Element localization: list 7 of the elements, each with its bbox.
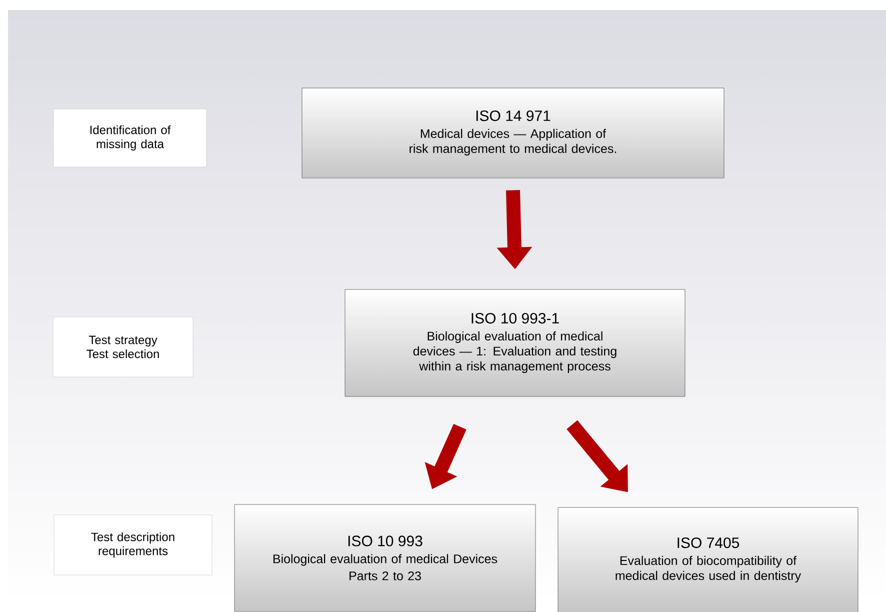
- standard-box: ISO 14 971 Medical devices — Application of risk management to medical devices.: [302, 88, 724, 178]
- label-box: Identification of missing data: [53, 108, 207, 168]
- standard-box: ISO 10 993-1 Biological evaluation of medical devices — 1: Evaluation and testing within a risk management process: [344, 289, 686, 397]
- label-box: Test description requirements: [54, 514, 212, 576]
- standard-box: ISO 7405 Evaluation of biocompatibility of medical devices used in dentistry: [558, 507, 858, 612]
- standard-box: ISO 10 993 Biological evaluation of medical Devices Parts 2 to 23: [234, 504, 536, 612]
- label-box: Test strategy Test selection: [52, 316, 194, 378]
